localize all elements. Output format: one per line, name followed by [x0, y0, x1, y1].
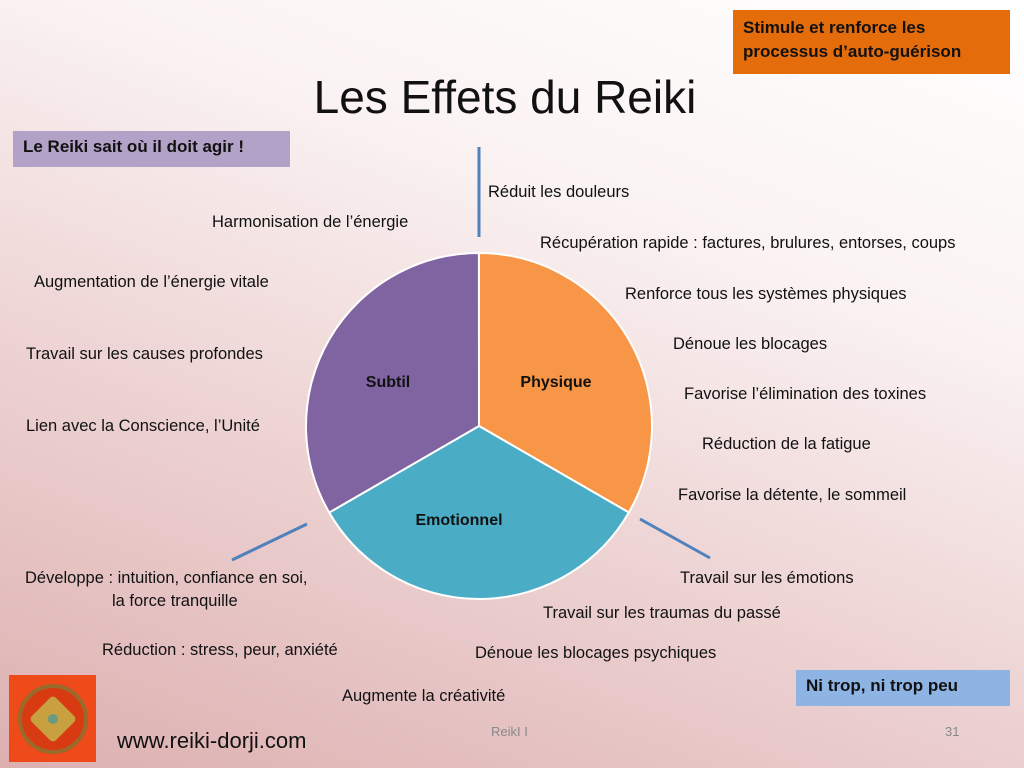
effect-item: Travail sur les émotions: [680, 569, 854, 587]
effect-item: Renforce tous les systèmes physiques: [625, 285, 907, 303]
page-title: Les Effets du Reiki: [313, 71, 697, 123]
effect-item: Travail sur les causes profondes: [26, 345, 263, 363]
effect-item: Augmente la créativité: [342, 687, 506, 705]
pie-segment-physique: [478, 251, 653, 514]
top-right-callout: Stimule et renforce les processus d’auto…: [733, 10, 1010, 74]
connector-line-emotionnel-right: [639, 517, 711, 560]
pie-label-physique: Physique: [520, 374, 591, 391]
left-callout: Le Reiki sait où il doit agir !: [13, 131, 290, 167]
effect-item: Lien avec la Conscience, l’Unité: [26, 417, 260, 435]
effect-item: Favorise l’élimination des toxines: [684, 385, 927, 403]
effect-item: Travail sur les traumas du passé: [543, 604, 781, 622]
effect-item: Développe : intuition, confiance en soi,: [25, 569, 308, 587]
website-link[interactable]: www.reiki-dorji.com: [117, 728, 307, 753]
pie-segment-subtil: [305, 251, 481, 514]
pie-label-emotionnel: Emotionnel: [415, 512, 502, 529]
effect-item: Dénoue les blocages: [673, 335, 828, 353]
page-number: 31: [945, 724, 960, 739]
effect-item: Réduction de la fatigue: [702, 435, 871, 453]
effect-item: Dénoue les blocages psychiques: [475, 644, 717, 662]
effect-item: Récupération rapide : factures, brulures…: [540, 234, 956, 252]
effect-item: Harmonisation de l’énergie: [212, 213, 409, 231]
connector-line-emotionnel-left: [231, 522, 308, 562]
callout-line-1: Stimule et renforce les: [743, 18, 926, 37]
pie-label-subtil: Subtil: [366, 374, 410, 391]
effect-item: Réduction : stress, peur, anxiété: [102, 641, 338, 659]
effect-item: Augmentation de l’énergie vitale: [34, 273, 269, 291]
effect-item: Réduit les douleurs: [488, 183, 630, 201]
pie-segment-emotionnel: [327, 424, 631, 601]
callout-line-2: processus d’auto-guérison: [743, 42, 962, 61]
footer-center-text: ReikI I: [491, 724, 528, 739]
effect-item: la force tranquille: [112, 592, 238, 610]
bottom-right-callout: Ni trop, ni trop peu: [796, 670, 1010, 706]
dorje-logo: [9, 675, 96, 762]
effect-item: Favorise la détente, le sommeil: [678, 486, 907, 504]
